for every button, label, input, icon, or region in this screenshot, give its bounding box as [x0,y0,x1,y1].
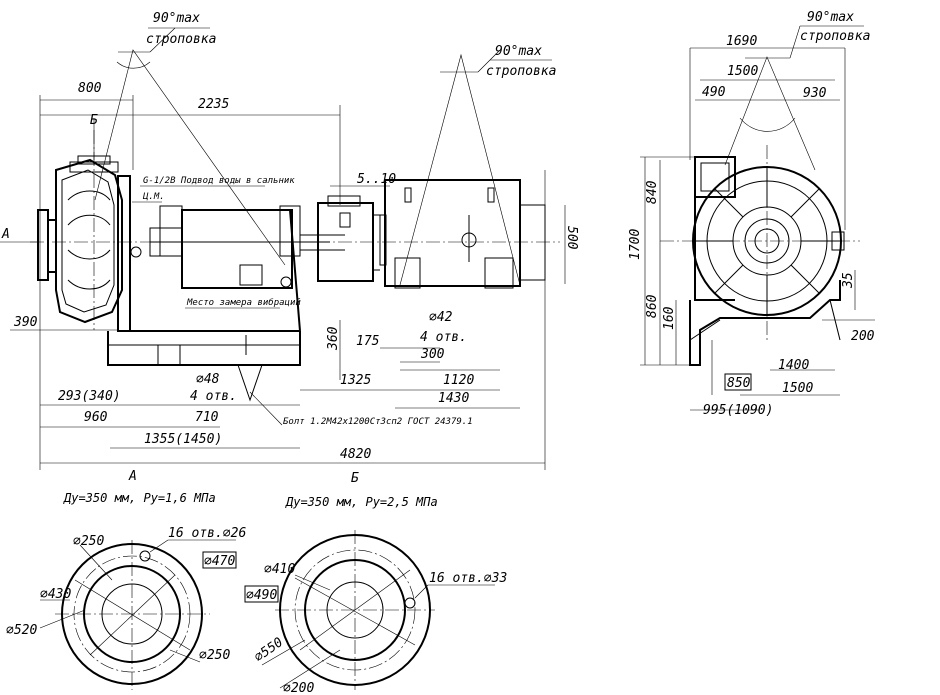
svg-text:строповка: строповка [800,29,870,44]
coupling [317,195,380,282]
dim-1690: 1690 [726,34,757,49]
dim-1120: 1120 [443,373,474,388]
dim-1430: 1430 [438,391,469,406]
note-water-supply: G-1/2В Подвод воды в сальник [143,176,295,186]
flange-b-d410: ⌀410 [264,562,295,577]
dim-840: 840 [645,180,660,204]
svg-text:строповка: строповка [146,32,216,47]
dim-390: 390 [13,315,38,330]
note-foundation-bolt: Болт 1.2М42х1200Ст3сп2 ГОСТ 24379.1 [283,417,473,427]
flange-a [39,539,236,690]
dim-4-holes-base: 4 отв. [190,389,237,404]
note-vibration-point: Место замера вибраций [186,297,301,308]
dim-1400: 1400 [778,358,809,373]
dim-4-holes-motor: 4 отв. [420,330,467,345]
dim-1700: 1700 [628,229,643,260]
dim-lines-front [0,95,566,470]
svg-text:строповка: строповка [486,64,556,79]
dim-710: 710 [195,410,219,425]
dim-850: 850 [727,376,751,391]
dim-300: 300 [420,347,445,362]
dim-293-340: 293(340) [58,389,121,404]
svg-text:90°max: 90°max [153,11,200,26]
sling-label-mid: 90°max строповка [486,44,556,79]
flange-a-holes: 16 отв.⌀26 [168,526,246,541]
flange-b [261,530,495,690]
sling-lines [94,25,816,286]
flange-a-d250-bottom: ⌀250 [199,648,230,663]
base-plate [107,331,301,402]
dim-960: 960 [84,410,108,425]
bearing-frame [117,175,345,332]
electric-motor [379,179,546,289]
flange-a-d430: ⌀430 [40,587,71,602]
flange-b-d490-box [244,585,279,603]
section-mark-a: А [1,227,10,242]
dim-1500-top: 1500 [727,64,758,79]
section-label-b: Б [351,471,359,486]
svg-text:90°max: 90°max [807,10,854,25]
dim-2235: 2235 [198,97,229,112]
dim-35: 35 [841,272,856,289]
dim-1325: 1325 [340,373,371,388]
dim-850-box [724,373,752,391]
dim-160: 160 [662,306,677,330]
side-view-pump [660,145,860,366]
dim-5-10: 5..10 [357,172,396,187]
dim-800: 800 [78,81,102,96]
dim-995-1090: 995(1090) [703,403,773,418]
flange-b-d200: ⌀200 [283,681,314,695]
flange-a-d520: ⌀520 [6,623,37,638]
dim-200: 200 [851,329,875,344]
section-label-a: А [128,469,137,484]
dim-930: 930 [803,86,827,101]
dim-490: 490 [702,85,726,100]
dim-1355-1450: 1355(1450) [144,432,222,447]
dim-175: 175 [356,334,380,349]
flange-b-d490: ⌀490 [246,588,277,603]
note-cm: Ц.М. [142,192,165,202]
dim-360: 360 [326,326,341,351]
flange-a-d470: ⌀470 [204,554,235,569]
dim-500: 500 [564,226,579,250]
dim-d42: ⌀42 [429,310,453,325]
flange-a-title: Ду=350 мм, Ру=1,6 МПа [63,491,216,505]
sling-label-right: 90°max строповка [800,10,870,44]
dim-lines-side [640,47,875,411]
section-mark-b: Б [90,113,98,128]
flange-a-d250-top: ⌀250 [73,534,104,549]
flange-b-holes: 16 отв.⌀33 [429,571,507,586]
svg-text:90°max: 90°max [495,44,542,59]
dim-d48: ⌀48 [196,372,220,387]
flange-b-title: Ду=350 мм, Ру=2,5 МПа [285,495,438,509]
dim-860: 860 [645,294,660,318]
flange-a-d470-box [202,551,237,569]
dim-1500-bottom: 1500 [782,381,813,396]
sling-label-left: 90°max строповка [146,11,216,47]
dim-4820: 4820 [340,447,371,462]
